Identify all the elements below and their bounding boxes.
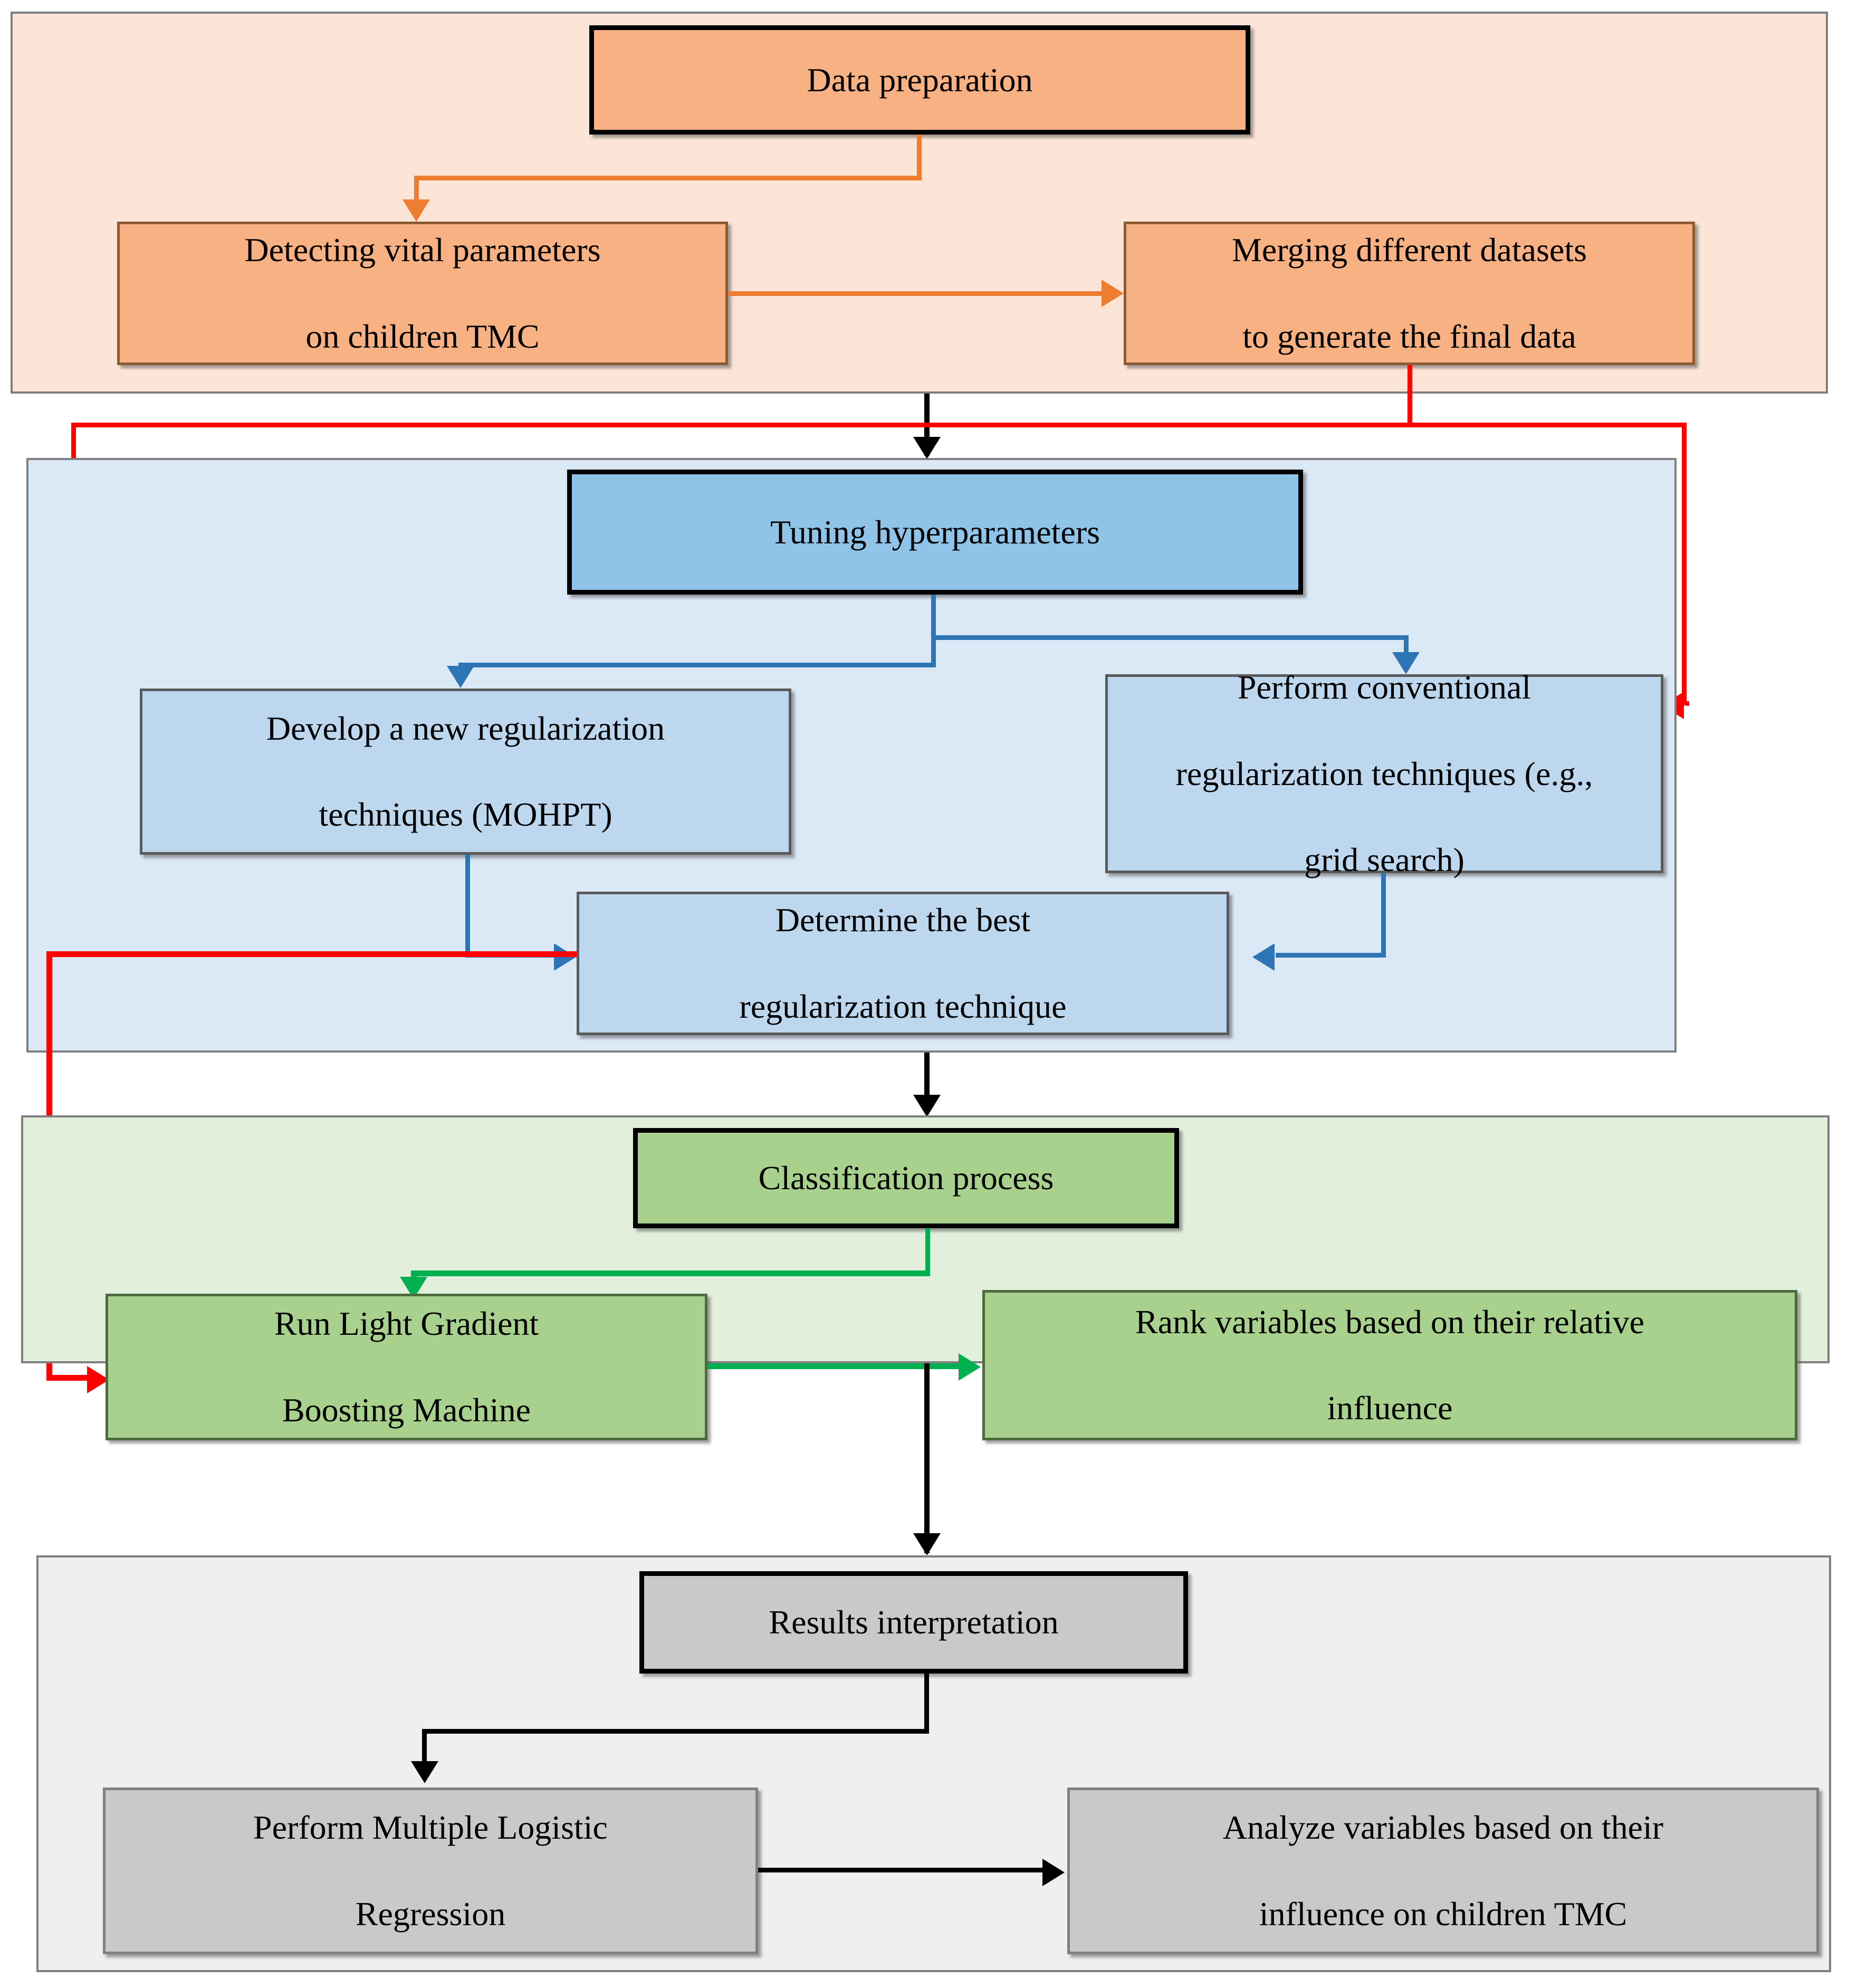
node-results-interpretation[interactable]: Results interpretation xyxy=(639,1571,1188,1674)
node-label-line-1: Run Light Gradient xyxy=(274,1305,539,1343)
node-label-line-1: Merging different datasets xyxy=(1232,231,1587,269)
feedback-a-right-vertical xyxy=(1682,423,1687,705)
arrowhead-stage2-to-stage3 xyxy=(913,1095,941,1117)
connector-mlr-to-analyze xyxy=(758,1868,1043,1872)
connector-conventional-to-determine-v xyxy=(1381,873,1386,957)
connector-results-h xyxy=(422,1729,929,1734)
connector-conventional-to-determine-h xyxy=(1276,953,1386,958)
arrowhead-develop-to-determine xyxy=(554,943,576,971)
feedback-a-top-horizontal xyxy=(71,423,1687,427)
connector-prep-to-detecting-v2 xyxy=(414,176,419,201)
feedback-b-horizontal-bottom xyxy=(46,1375,90,1381)
node-label-line-1: Analyze variables based on their xyxy=(1222,1809,1664,1847)
arrowhead-prep-to-detecting xyxy=(403,199,430,222)
feedback-a-stub-down xyxy=(1408,365,1412,425)
node-label: Analyze variables based on their influen… xyxy=(1079,1806,1807,1936)
connector-classification-h xyxy=(411,1270,930,1276)
node-label-line-2: to generate the final data xyxy=(1242,317,1576,355)
node-label: Rank variables based on their relative i… xyxy=(994,1301,1785,1430)
arrowhead-mlr-to-analyze xyxy=(1042,1859,1065,1886)
node-label-line-1: Detecting vital parameters xyxy=(244,231,601,269)
node-label-line-2: regularization technique xyxy=(739,987,1067,1025)
node-label-line-2: techniques (MOHPT) xyxy=(319,796,612,834)
node-merging-datasets[interactable]: Merging different datasets to generate t… xyxy=(1124,222,1695,365)
connector-stage3-to-stage4 xyxy=(924,1363,930,1553)
node-analyze-variables[interactable]: Analyze variables based on their influen… xyxy=(1067,1788,1819,1954)
arrowhead-detecting-to-merging xyxy=(1102,280,1124,307)
arrowhead-tuning-to-conventional xyxy=(1392,652,1420,674)
node-label: Results interpretation xyxy=(769,1603,1059,1641)
node-tuning-hyperparameters[interactable]: Tuning hyperparameters xyxy=(567,470,1303,595)
node-label: Detecting vital parameters on children T… xyxy=(129,228,716,358)
connector-prep-to-detecting-h xyxy=(414,176,922,180)
node-label-line-3: grid search) xyxy=(1304,841,1464,879)
node-label-line-2: Regression xyxy=(355,1895,506,1933)
node-detecting-vital-parameters[interactable]: Detecting vital parameters on children T… xyxy=(117,222,728,365)
node-label: Perform conventional regularization tech… xyxy=(1117,666,1651,882)
node-run-lgbm[interactable]: Run Light Gradient Boosting Machine xyxy=(106,1294,707,1440)
node-label-line-2: Boosting Machine xyxy=(282,1391,531,1429)
node-label-line-1: Determine the best xyxy=(775,901,1031,939)
node-label: Classification process xyxy=(758,1159,1054,1197)
connector-results-v xyxy=(422,1729,427,1767)
node-label: Tuning hyperparameters xyxy=(770,513,1100,551)
node-perform-conventional-regularization[interactable]: Perform conventional regularization tech… xyxy=(1105,668,1663,878)
connector-prep-to-detecting-v1 xyxy=(917,135,922,180)
node-label: Develop a new regularization techniques … xyxy=(152,707,779,837)
arrowhead-stage3-to-stage4 xyxy=(913,1533,941,1555)
arrowhead-tuning-to-develop xyxy=(447,666,474,688)
arrowhead-stage1-to-stage2 xyxy=(913,437,941,459)
node-label: Run Light Gradient Boosting Machine xyxy=(118,1302,695,1432)
node-label-line-2: influence on children TMC xyxy=(1259,1895,1627,1933)
node-data-preparation[interactable]: Data preparation xyxy=(589,25,1250,135)
node-classification-process[interactable]: Classification process xyxy=(633,1128,1179,1228)
connector-tuning-right-v xyxy=(1404,635,1409,653)
node-rank-variables[interactable]: Rank variables based on their relative i… xyxy=(982,1290,1797,1440)
arrowhead-lgbm-to-rank xyxy=(959,1353,981,1381)
feedback-a-right-horizontal xyxy=(1686,701,1689,706)
node-determine-best-regularization[interactable]: Determine the best regularization techni… xyxy=(577,892,1229,1035)
feedback-b-horizontal-top xyxy=(46,951,577,957)
connector-tuning-stem xyxy=(931,595,936,667)
node-label: Perform Multiple Logistic Regression xyxy=(115,1806,746,1936)
connector-lgbm-to-rank xyxy=(707,1363,960,1369)
node-label-line-2: influence xyxy=(1327,1389,1453,1427)
connector-detecting-to-merging xyxy=(728,291,1103,296)
node-label: Merging different datasets to generate t… xyxy=(1136,228,1683,358)
node-label: Determine the best regularization techni… xyxy=(589,899,1217,1028)
node-label-line-1: Rank variables based on their relative xyxy=(1135,1303,1644,1341)
node-perform-multiple-logistic-regression[interactable]: Perform Multiple Logistic Regression xyxy=(103,1788,758,1954)
node-label-line-1: Develop a new regularization xyxy=(266,709,665,747)
connector-develop-to-determine-v xyxy=(465,855,470,957)
connector-results-stem xyxy=(924,1674,929,1733)
connector-classification-stem xyxy=(925,1228,930,1275)
node-develop-new-regularization[interactable]: Develop a new regularization techniques … xyxy=(140,689,791,855)
connector-tuning-left-h xyxy=(458,663,936,667)
node-label-line-2: on children TMC xyxy=(305,317,540,355)
node-label-line-1: Perform Multiple Logistic xyxy=(253,1809,608,1847)
node-label-line-2: regularization techniques (e.g., xyxy=(1175,754,1593,792)
connector-stage2-to-stage3 xyxy=(924,1053,930,1113)
node-label-line-1: Perform conventional xyxy=(1237,668,1531,706)
arrowhead-conventional-to-determine xyxy=(1252,943,1275,971)
connector-tuning-right-h xyxy=(931,635,1409,640)
arrowhead-results-to-mlr xyxy=(411,1761,438,1783)
node-label: Data preparation xyxy=(807,61,1033,99)
